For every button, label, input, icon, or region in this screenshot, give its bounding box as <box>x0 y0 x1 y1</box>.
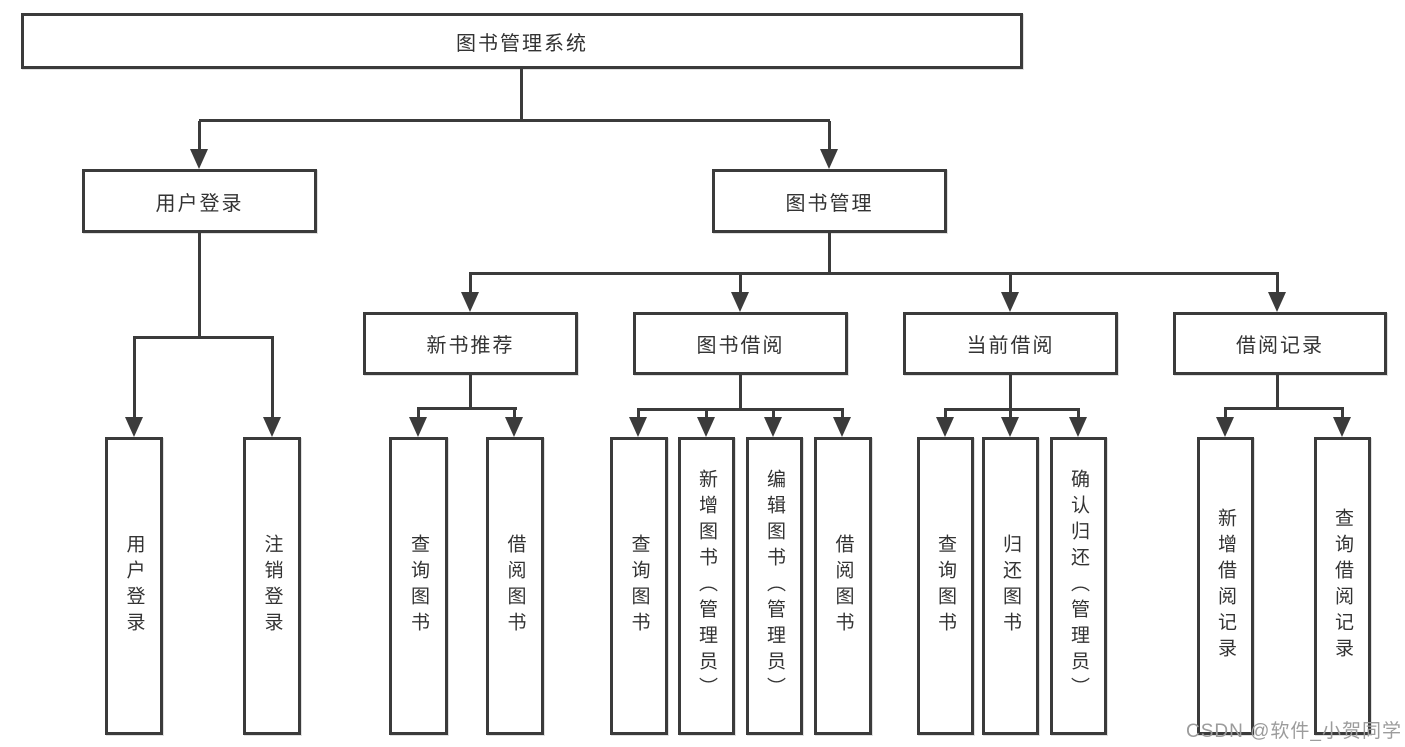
leaf-logout: 注销登录 <box>243 437 301 735</box>
leaf-borrow-books-recommend: 借阅图书 <box>486 437 544 735</box>
leaf-query-books-borrow: 查询图书 <box>610 437 668 735</box>
arrow-down-icon <box>1268 292 1286 312</box>
arrow-down-icon <box>190 149 208 169</box>
arrow-down-icon <box>833 417 851 437</box>
arrow-down-icon <box>936 417 954 437</box>
arrow-down-icon <box>1001 417 1019 437</box>
node-user-login: 用户登录 <box>82 169 317 233</box>
connector-drop-leaf <box>1224 407 1227 421</box>
arrow-down-icon <box>629 417 647 437</box>
arrow-down-icon <box>263 417 281 437</box>
arrow-down-icon <box>1216 417 1234 437</box>
connector-current-borrow-stem <box>1009 375 1012 411</box>
connector-level2-rail <box>199 119 830 122</box>
connector-drop-level3 <box>1009 272 1012 295</box>
arrow-down-icon <box>764 417 782 437</box>
connector-book-borrow-stem <box>739 375 742 411</box>
connector-drop-leaf <box>841 408 844 421</box>
arrow-down-icon <box>1001 292 1019 312</box>
connector-root-stem <box>520 69 523 122</box>
connector-borrow-records-rail <box>1224 407 1343 410</box>
arrow-down-icon <box>505 417 523 437</box>
node-borrow-records: 借阅记录 <box>1173 312 1387 375</box>
connector-borrow-records-stem <box>1276 375 1279 410</box>
connector-drop-user-login <box>198 121 201 153</box>
leaf-query-books-current: 查询图书 <box>917 437 974 735</box>
node-book-management: 图书管理 <box>712 169 947 233</box>
arrow-down-icon <box>697 417 715 437</box>
arrow-down-icon <box>1333 417 1351 437</box>
arrow-down-icon <box>461 292 479 312</box>
connector-drop-leaf <box>1077 408 1080 421</box>
connector-drop-level3 <box>1276 272 1279 295</box>
leaf-return-books: 归还图书 <box>982 437 1039 735</box>
node-current-borrow: 当前借阅 <box>903 312 1118 375</box>
leaf-user-login: 用户登录 <box>105 437 163 735</box>
connector-drop-book-management <box>828 121 831 153</box>
connector-user-login-stem <box>198 233 201 339</box>
connector-drop-level3 <box>469 272 472 295</box>
node-book-borrow: 图书借阅 <box>633 312 848 375</box>
connector-level3-rail <box>469 272 1279 275</box>
connector-drop-level3 <box>739 272 742 295</box>
leaf-edit-books-admin: 编辑图书（管理员） <box>746 437 803 735</box>
connector-drop-leaf <box>271 336 274 420</box>
connector-new-book-stem <box>469 375 472 410</box>
connector-drop-leaf <box>1009 408 1012 421</box>
connector-drop-leaf <box>513 407 516 421</box>
node-root-library-system: 图书管理系统 <box>21 13 1023 69</box>
arrow-down-icon <box>125 417 143 437</box>
connector-drop-leaf <box>133 336 136 420</box>
arrow-down-icon <box>731 292 749 312</box>
connector-drop-leaf <box>705 408 708 421</box>
arrow-down-icon <box>820 149 838 169</box>
leaf-query-books-recommend: 查询图书 <box>389 437 448 735</box>
csdn-watermark: CSDN @软件_小贺同学 <box>1186 721 1402 742</box>
connector-drop-leaf <box>944 408 947 421</box>
leaf-borrow-books: 借阅图书 <box>814 437 872 735</box>
connector-book-mgmt-stem <box>828 233 831 274</box>
connector-drop-leaf <box>417 407 420 421</box>
leaf-query-borrow-record: 查询借阅记录 <box>1314 437 1371 735</box>
arrow-down-icon <box>409 417 427 437</box>
connector-book-borrow-rail <box>637 408 844 411</box>
connector-drop-leaf <box>637 408 640 421</box>
arrow-down-icon <box>1069 417 1087 437</box>
connector-drop-leaf <box>772 408 775 421</box>
leaf-add-books-admin: 新增图书（管理员） <box>678 437 735 735</box>
connector-current-borrow-rail <box>944 408 1080 411</box>
leaf-confirm-return-admin: 确认归还（管理员） <box>1050 437 1107 735</box>
connector-drop-leaf <box>1341 407 1344 421</box>
connector-new-book-rail <box>417 407 517 410</box>
leaf-add-borrow-record: 新增借阅记录 <box>1197 437 1254 735</box>
connector-user-login-rail <box>133 336 274 339</box>
node-new-book-recommend: 新书推荐 <box>363 312 578 375</box>
